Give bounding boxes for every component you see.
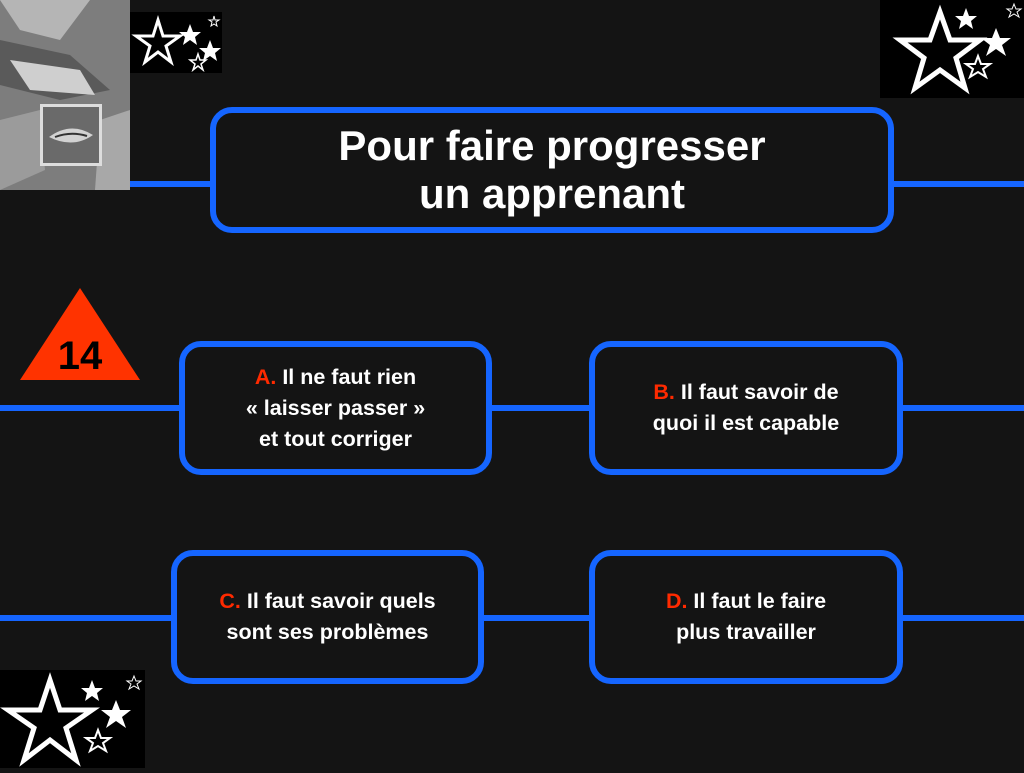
answer-a-line-2: « laisser passer » [245, 395, 426, 420]
answer-b-letter: B. [653, 380, 675, 404]
answer-a-line-1: Il ne faut rien [282, 364, 417, 389]
star-icon [131, 14, 185, 67]
star-icon [187, 51, 209, 73]
answer-d-button[interactable]: D. Il faut le faire plus travailler [589, 550, 903, 684]
answer-a-line-3: et tout corriger [259, 426, 412, 451]
question-box: Pour faire progresser un apprenant [210, 107, 894, 233]
answer-d-letter: D. [665, 589, 688, 613]
answer-a-button[interactable]: A. Il ne faut rien « laisser passer » et… [179, 341, 492, 475]
question-text: Pour faire progresser un apprenant [338, 122, 765, 218]
star-icon [81, 680, 103, 701]
star-icon [955, 8, 977, 29]
answer-d-line-2: plus travailler [676, 620, 816, 644]
answer-c-letter: C. [219, 589, 241, 613]
question-line-1: Pour faire progresser [338, 122, 766, 169]
star-icon [962, 53, 994, 80]
connector-line-row-1 [0, 405, 1024, 411]
star-icon [125, 674, 143, 691]
star-icon [1005, 2, 1023, 19]
answer-a-letter: A. [254, 364, 277, 389]
star-icon [981, 28, 1011, 56]
star-icon [82, 727, 114, 754]
answer-b-button[interactable]: B. Il faut savoir de quoi il est capable [589, 341, 903, 475]
connector-line-row-2 [0, 615, 1024, 621]
question-line-2: un apprenant [418, 170, 685, 217]
star-cluster-top-right [880, 0, 1024, 98]
answer-b-line-2: quoi il est capable [652, 411, 840, 435]
star-icon [179, 24, 201, 45]
warning-triangle-icon [20, 288, 140, 380]
photo-inset [40, 104, 102, 166]
answer-c-line-1: Il faut savoir quels [246, 589, 436, 613]
star-cluster-top-left [130, 12, 222, 73]
decorative-photo [0, 0, 130, 190]
answer-c-button[interactable]: C. Il faut savoir quels sont ses problèm… [171, 550, 484, 684]
star-icon [0, 672, 101, 767]
question-number: 14 [57, 334, 103, 378]
question-number-badge: 14 [18, 286, 142, 382]
answer-d-line-1: Il faut le faire [693, 589, 827, 613]
star-icon [101, 700, 131, 728]
answer-b-line-1: Il faut savoir de [680, 380, 839, 404]
star-icon [892, 4, 988, 95]
answer-c-line-2: sont ses problèmes [226, 620, 429, 644]
star-icon [207, 15, 221, 28]
face-photo-icon [0, 0, 130, 190]
star-cluster-bottom-left [0, 670, 145, 768]
star-icon [199, 40, 221, 61]
